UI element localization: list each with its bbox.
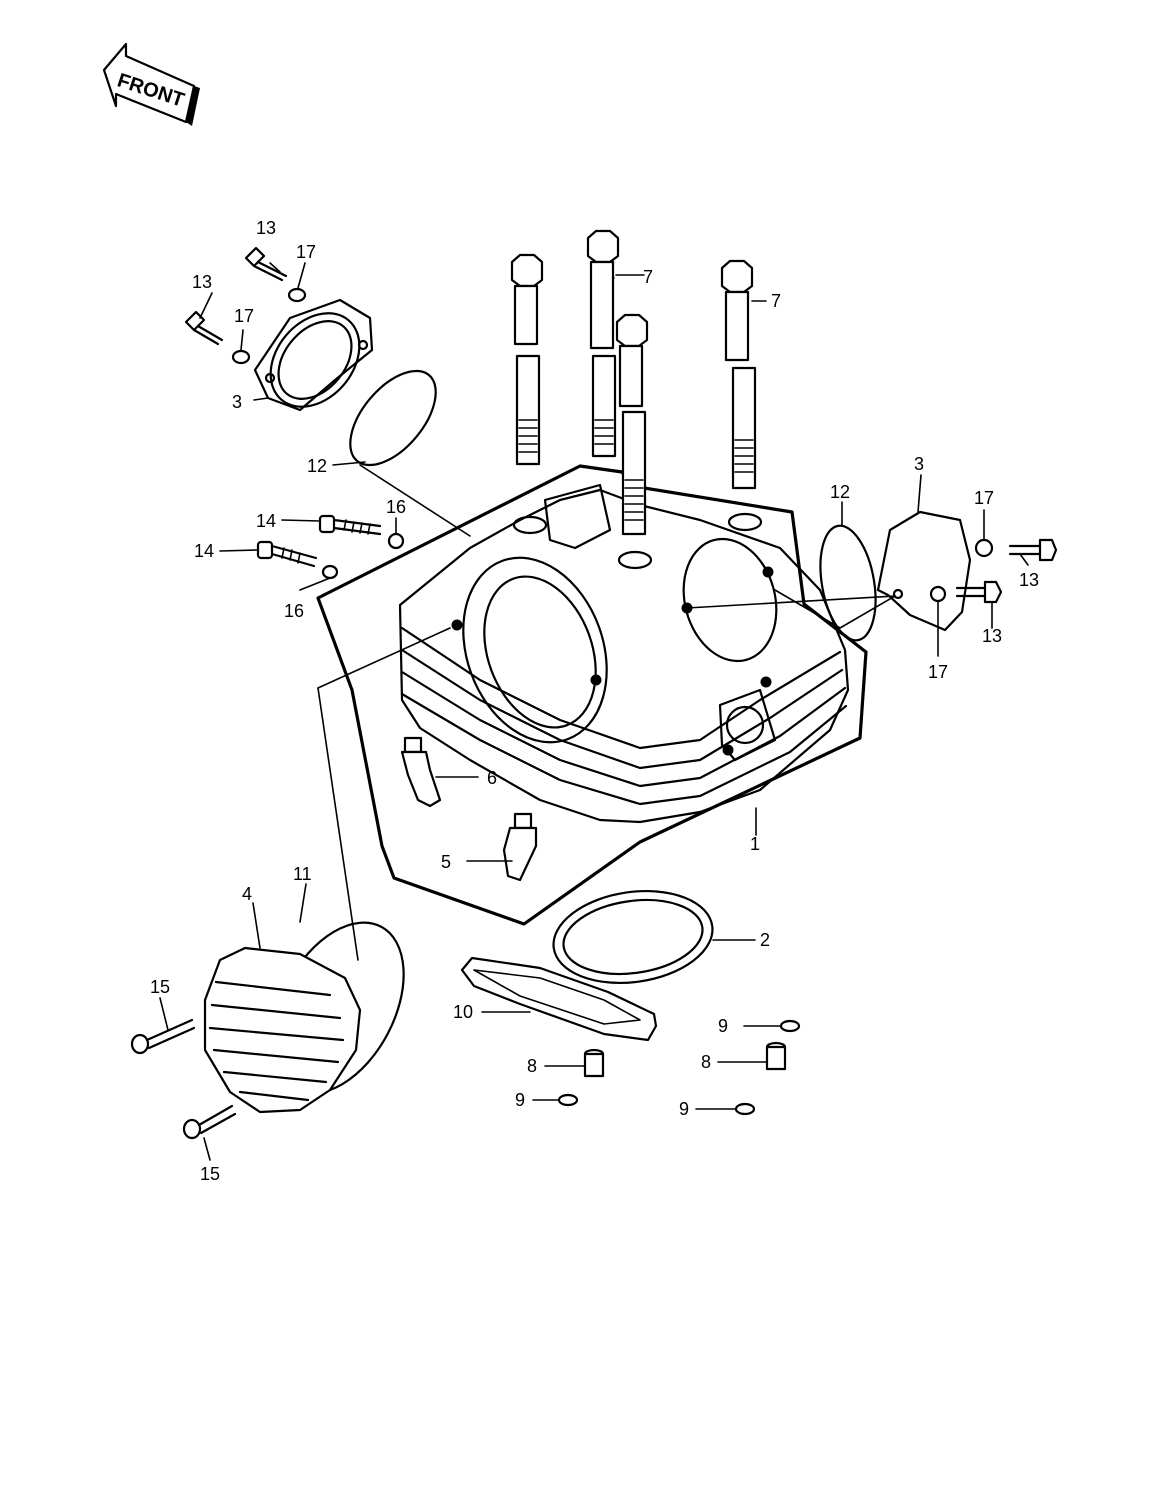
callout-15-lower: 15 — [200, 1164, 220, 1184]
cylinder-base-gasket — [552, 889, 714, 985]
washer-rear-upper — [974, 538, 994, 558]
callout-labels: 1 2 3 3 4 5 6 7 7 8 8 9 9 9 10 11 12 12 … — [150, 218, 1039, 1184]
callout-16-lower: 16 — [284, 601, 304, 621]
o-ring-9-lower-right — [734, 1102, 756, 1116]
cylinder-bolt-center-left — [586, 229, 620, 458]
callout-4: 4 — [242, 884, 252, 904]
callout-8-left: 8 — [527, 1056, 537, 1076]
cylinder-bolt-center — [615, 313, 649, 536]
callout-13-top: 13 — [256, 218, 276, 238]
o-ring-9-lower-left — [557, 1093, 579, 1107]
cap-bolt-rear-lower — [955, 580, 1003, 604]
callout-12-rear: 12 — [830, 482, 850, 502]
rocker-cover-gasket — [460, 956, 658, 1042]
callout-13-rear-upper: 13 — [1019, 570, 1039, 590]
callout-17-left: 17 — [234, 306, 254, 326]
cylinder-bolt-left — [510, 253, 544, 466]
washer-lower — [231, 349, 251, 365]
callout-17-top: 17 — [296, 242, 316, 262]
washer-upper — [287, 287, 307, 303]
callout-12-front: 12 — [307, 456, 327, 476]
callout-10: 10 — [453, 1002, 473, 1022]
callout-6: 6 — [487, 768, 497, 788]
screw-15-upper — [130, 1018, 196, 1055]
callout-17-rear-lower: 17 — [928, 662, 948, 682]
callout-17-rear-upper: 17 — [974, 488, 994, 508]
cap-bolt-rear-upper — [1008, 538, 1058, 562]
cylinder-bolt-right — [720, 259, 757, 490]
screw-15-lower — [182, 1104, 237, 1140]
callout-1: 1 — [750, 834, 760, 854]
callout-15-upper: 15 — [150, 977, 170, 997]
callout-2: 2 — [760, 930, 770, 950]
callout-9-upper-right: 9 — [718, 1016, 728, 1036]
valve-guide-5 — [502, 812, 538, 882]
callout-5: 5 — [441, 852, 451, 872]
callout-13-left: 13 — [192, 272, 212, 292]
o-ring-9-upper-right — [779, 1019, 801, 1033]
leader-lines — [159, 262, 1029, 1161]
cap-bolt-lower — [184, 310, 224, 346]
front-arrow-label: FRONT — [115, 69, 187, 111]
tappet-cap-rear — [876, 510, 972, 632]
washer-16-lower — [321, 564, 339, 580]
callout-16-upper: 16 — [386, 497, 406, 517]
tappet-cap-front — [253, 298, 374, 412]
washer-16-upper — [387, 532, 405, 550]
dowel-pin-left — [583, 1048, 605, 1078]
callout-14-upper: 14 — [256, 511, 276, 531]
callout-9-lower-left: 9 — [515, 1090, 525, 1110]
front-arrow-icon: FRONT — [102, 42, 200, 126]
callout-3-front: 3 — [232, 392, 242, 412]
o-ring-rear — [819, 524, 877, 642]
callout-9-lower-right: 9 — [679, 1099, 689, 1119]
dowel-pin-right — [765, 1041, 787, 1071]
cap-bolt-upper — [244, 246, 288, 282]
valve-guide-6 — [400, 736, 442, 808]
callout-13-rear-lower: 13 — [982, 626, 1002, 646]
bolt-14-upper — [318, 514, 382, 536]
callout-11: 11 — [293, 864, 312, 884]
callout-3-rear: 3 — [914, 454, 924, 474]
o-ring-front — [349, 369, 437, 467]
callout-14-lower: 14 — [194, 541, 214, 561]
callout-7-center: 7 — [643, 267, 653, 287]
finned-cover-4 — [203, 946, 362, 1114]
bolt-14-lower — [256, 540, 318, 568]
callout-7-right: 7 — [771, 291, 781, 311]
callout-8-right: 8 — [701, 1052, 711, 1072]
